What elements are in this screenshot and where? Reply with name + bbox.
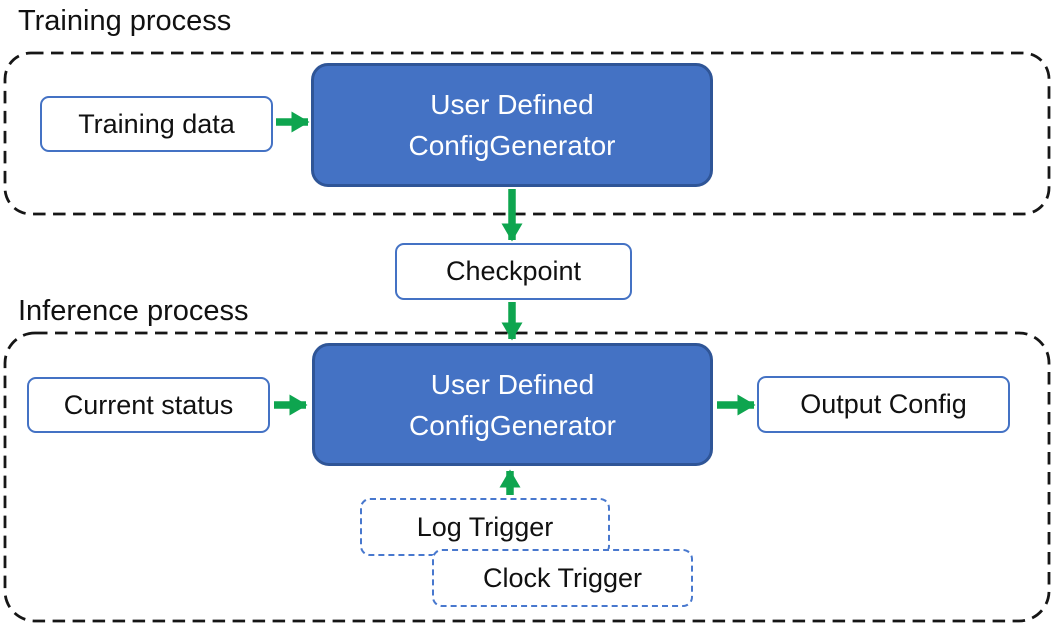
node-config-generator-inference: User Defined ConfigGenerator (312, 343, 713, 466)
config-generator-inference-line1: User Defined (430, 368, 595, 400)
output-config-label: Output Config (800, 389, 967, 419)
inference-process-container (3, 331, 1051, 623)
clock-trigger-label: Clock Trigger (482, 562, 643, 593)
node-checkpoint: Checkpoint (395, 243, 632, 300)
training-data-label: Training data (78, 108, 235, 139)
node-clock-trigger: Clock Trigger (432, 549, 693, 607)
log-trigger-label: Log Trigger (416, 511, 554, 542)
node-output-config: Output Config (757, 376, 1010, 433)
node-log-trigger: Log Trigger (360, 498, 610, 556)
checkpoint-label: Checkpoint (445, 256, 582, 286)
training-process-container (3, 51, 1051, 216)
current-status-label: Current status (63, 389, 234, 420)
config-generator-training-line1: User Defined (430, 89, 594, 120)
config-generator-inference-line2: ConfigGenerator (408, 409, 616, 441)
training-process-title: Training process (18, 5, 232, 37)
node-training-data: Training data (40, 96, 273, 152)
inference-process-title: Inference process (18, 295, 249, 327)
node-current-status: Current status (27, 377, 270, 433)
node-config-generator-training: User Defined ConfigGenerator (311, 63, 713, 187)
config-generator-training-line2: ConfigGenerator (408, 130, 616, 161)
